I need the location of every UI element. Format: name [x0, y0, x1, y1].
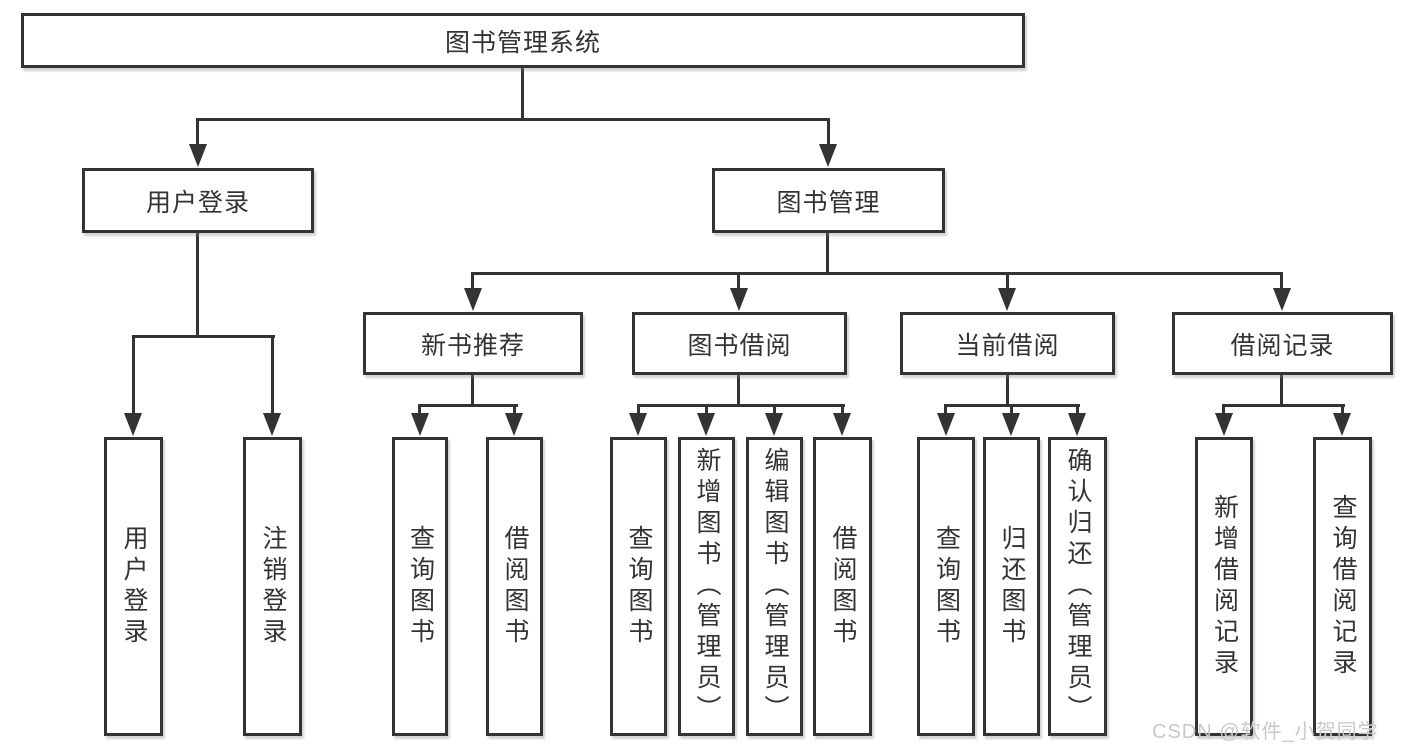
connector-drop-nb-leaf2 [513, 404, 516, 416]
arrowhead-new-book-rec [464, 288, 482, 311]
node-leaf-borrow-books-1-label: 借阅图书 [501, 524, 529, 649]
node-borrow-records-label: 借阅记录 [1230, 331, 1335, 360]
connector-user-login-stem [196, 233, 199, 338]
node-leaf-add-borrow-record-label: 新增借阅记录 [1210, 493, 1239, 680]
node-current-borrow: 当前借阅 [900, 312, 1115, 375]
node-leaf-add-books-label: 新增图书（管理员） [693, 447, 721, 726]
connector-drop-cb-leaf3 [1076, 404, 1079, 416]
arrowhead-logout-leaf [263, 413, 281, 436]
node-book-borrow: 图书借阅 [632, 312, 847, 375]
node-leaf-logout-label: 注销登录 [259, 524, 287, 649]
node-leaf-user-login: 用户登录 [104, 437, 163, 736]
node-leaf-return-books-label: 归还图书 [998, 524, 1026, 649]
node-leaf-query-books-3-label: 查询图书 [932, 524, 961, 649]
node-leaf-add-books: 新增图书（管理员） [678, 437, 735, 736]
connector-drop-cb-leaf1 [944, 404, 947, 416]
connector-new-book-rec-bar [418, 404, 518, 407]
arrowhead-bb-leaf4 [833, 413, 851, 436]
node-leaf-edit-books: 编辑图书（管理员） [746, 437, 803, 736]
node-leaf-query-books-3: 查询图书 [917, 437, 975, 736]
connector-drop-bb-leaf3 [773, 404, 776, 416]
node-root-label: 图书管理系统 [444, 28, 601, 57]
node-leaf-query-books-2-label: 查询图书 [625, 524, 653, 649]
node-new-book-recommend: 新书推荐 [363, 312, 583, 375]
connector-drop-borrow-records [1280, 272, 1283, 292]
arrowhead-bb-leaf1 [629, 413, 647, 436]
connector-drop-current-borrow [1006, 272, 1009, 292]
arrowhead-bb-leaf2 [697, 413, 715, 436]
node-leaf-return-books: 归还图书 [983, 437, 1040, 736]
connector-new-book-rec-stem [471, 375, 474, 407]
arrowhead-user-login-leaf [124, 413, 142, 436]
connector-drop-br-leaf1 [1222, 404, 1225, 416]
connector-borrow-records-bar [1222, 404, 1345, 407]
arrowhead-cb-leaf1 [937, 413, 955, 436]
node-book-management-label: 图书管理 [776, 188, 881, 217]
node-root: 图书管理系统 [21, 13, 1025, 68]
node-leaf-borrow-books-2-label: 借阅图书 [829, 524, 857, 649]
arrowhead-user-login [189, 144, 207, 167]
connector-drop-bb-leaf4 [841, 404, 844, 416]
node-leaf-user-login-label: 用户登录 [120, 524, 148, 649]
node-leaf-borrow-books-2: 借阅图书 [813, 437, 872, 736]
connector-drop-book-borrow [737, 272, 740, 292]
arrowhead-current-borrow [998, 288, 1016, 311]
node-user-login: 用户登录 [82, 168, 314, 233]
connector-drop-logout-leaf [271, 335, 274, 416]
node-new-book-recommend-label: 新书推荐 [420, 331, 525, 360]
connector-drop-book-management [827, 118, 830, 148]
connector-user-login-bar [132, 335, 275, 338]
node-borrow-records: 借阅记录 [1172, 312, 1393, 375]
connector-drop-br-leaf2 [1341, 404, 1344, 416]
connector-drop-new-book-rec [471, 272, 474, 292]
node-leaf-borrow-books-1: 借阅图书 [486, 437, 543, 736]
arrowhead-nb-leaf2 [505, 413, 523, 436]
arrowhead-br-leaf2 [1333, 413, 1351, 436]
connector-current-borrow-stem [1006, 375, 1009, 407]
connector-level1-bar [197, 118, 830, 121]
node-current-borrow-label: 当前借阅 [955, 331, 1060, 360]
arrowhead-cb-leaf3 [1068, 413, 1086, 436]
arrowhead-nb-leaf1 [411, 413, 429, 436]
connector-level3-bar [471, 272, 1283, 275]
node-leaf-query-books-1-label: 查询图书 [406, 524, 435, 649]
node-book-borrow-label: 图书借阅 [687, 331, 792, 360]
connector-book-borrow-stem [737, 375, 740, 407]
connector-borrow-records-stem [1280, 375, 1283, 407]
connector-root-stem [521, 68, 524, 121]
node-leaf-edit-books-label: 编辑图书（管理员） [761, 447, 789, 726]
connector-book-management-stem [826, 233, 829, 275]
connector-drop-cb-leaf2 [1010, 404, 1013, 416]
connector-drop-bb-leaf1 [637, 404, 640, 416]
connector-drop-nb-leaf1 [418, 404, 421, 416]
arrowhead-bb-leaf3 [765, 413, 783, 436]
node-leaf-confirm-return-label: 确认归还（管理员） [1064, 447, 1092, 726]
connector-drop-user-login [196, 118, 199, 148]
node-leaf-confirm-return: 确认归还（管理员） [1048, 437, 1107, 736]
node-book-management: 图书管理 [712, 168, 945, 233]
arrowhead-cb-leaf2 [1002, 413, 1020, 436]
connector-book-borrow-bar [637, 404, 845, 407]
node-leaf-query-borrow-record-label: 查询借阅记录 [1329, 493, 1357, 680]
connector-drop-user-login-leaf [132, 335, 135, 416]
arrowhead-book-management [819, 144, 837, 167]
connector-drop-bb-leaf2 [705, 404, 708, 416]
node-user-login-label: 用户登录 [145, 188, 250, 217]
arrowhead-br-leaf1 [1215, 413, 1233, 436]
node-leaf-add-borrow-record: 新增借阅记录 [1195, 437, 1253, 736]
arrowhead-borrow-records [1273, 288, 1291, 311]
arrowhead-book-borrow [730, 288, 748, 311]
csdn-watermark: CSDN @软件_小贺同学 [1152, 721, 1379, 743]
node-leaf-query-books-2: 查询图书 [610, 437, 667, 736]
node-leaf-logout: 注销登录 [243, 437, 302, 736]
node-leaf-query-books-1: 查询图书 [392, 437, 448, 736]
node-leaf-query-borrow-record: 查询借阅记录 [1313, 437, 1372, 736]
